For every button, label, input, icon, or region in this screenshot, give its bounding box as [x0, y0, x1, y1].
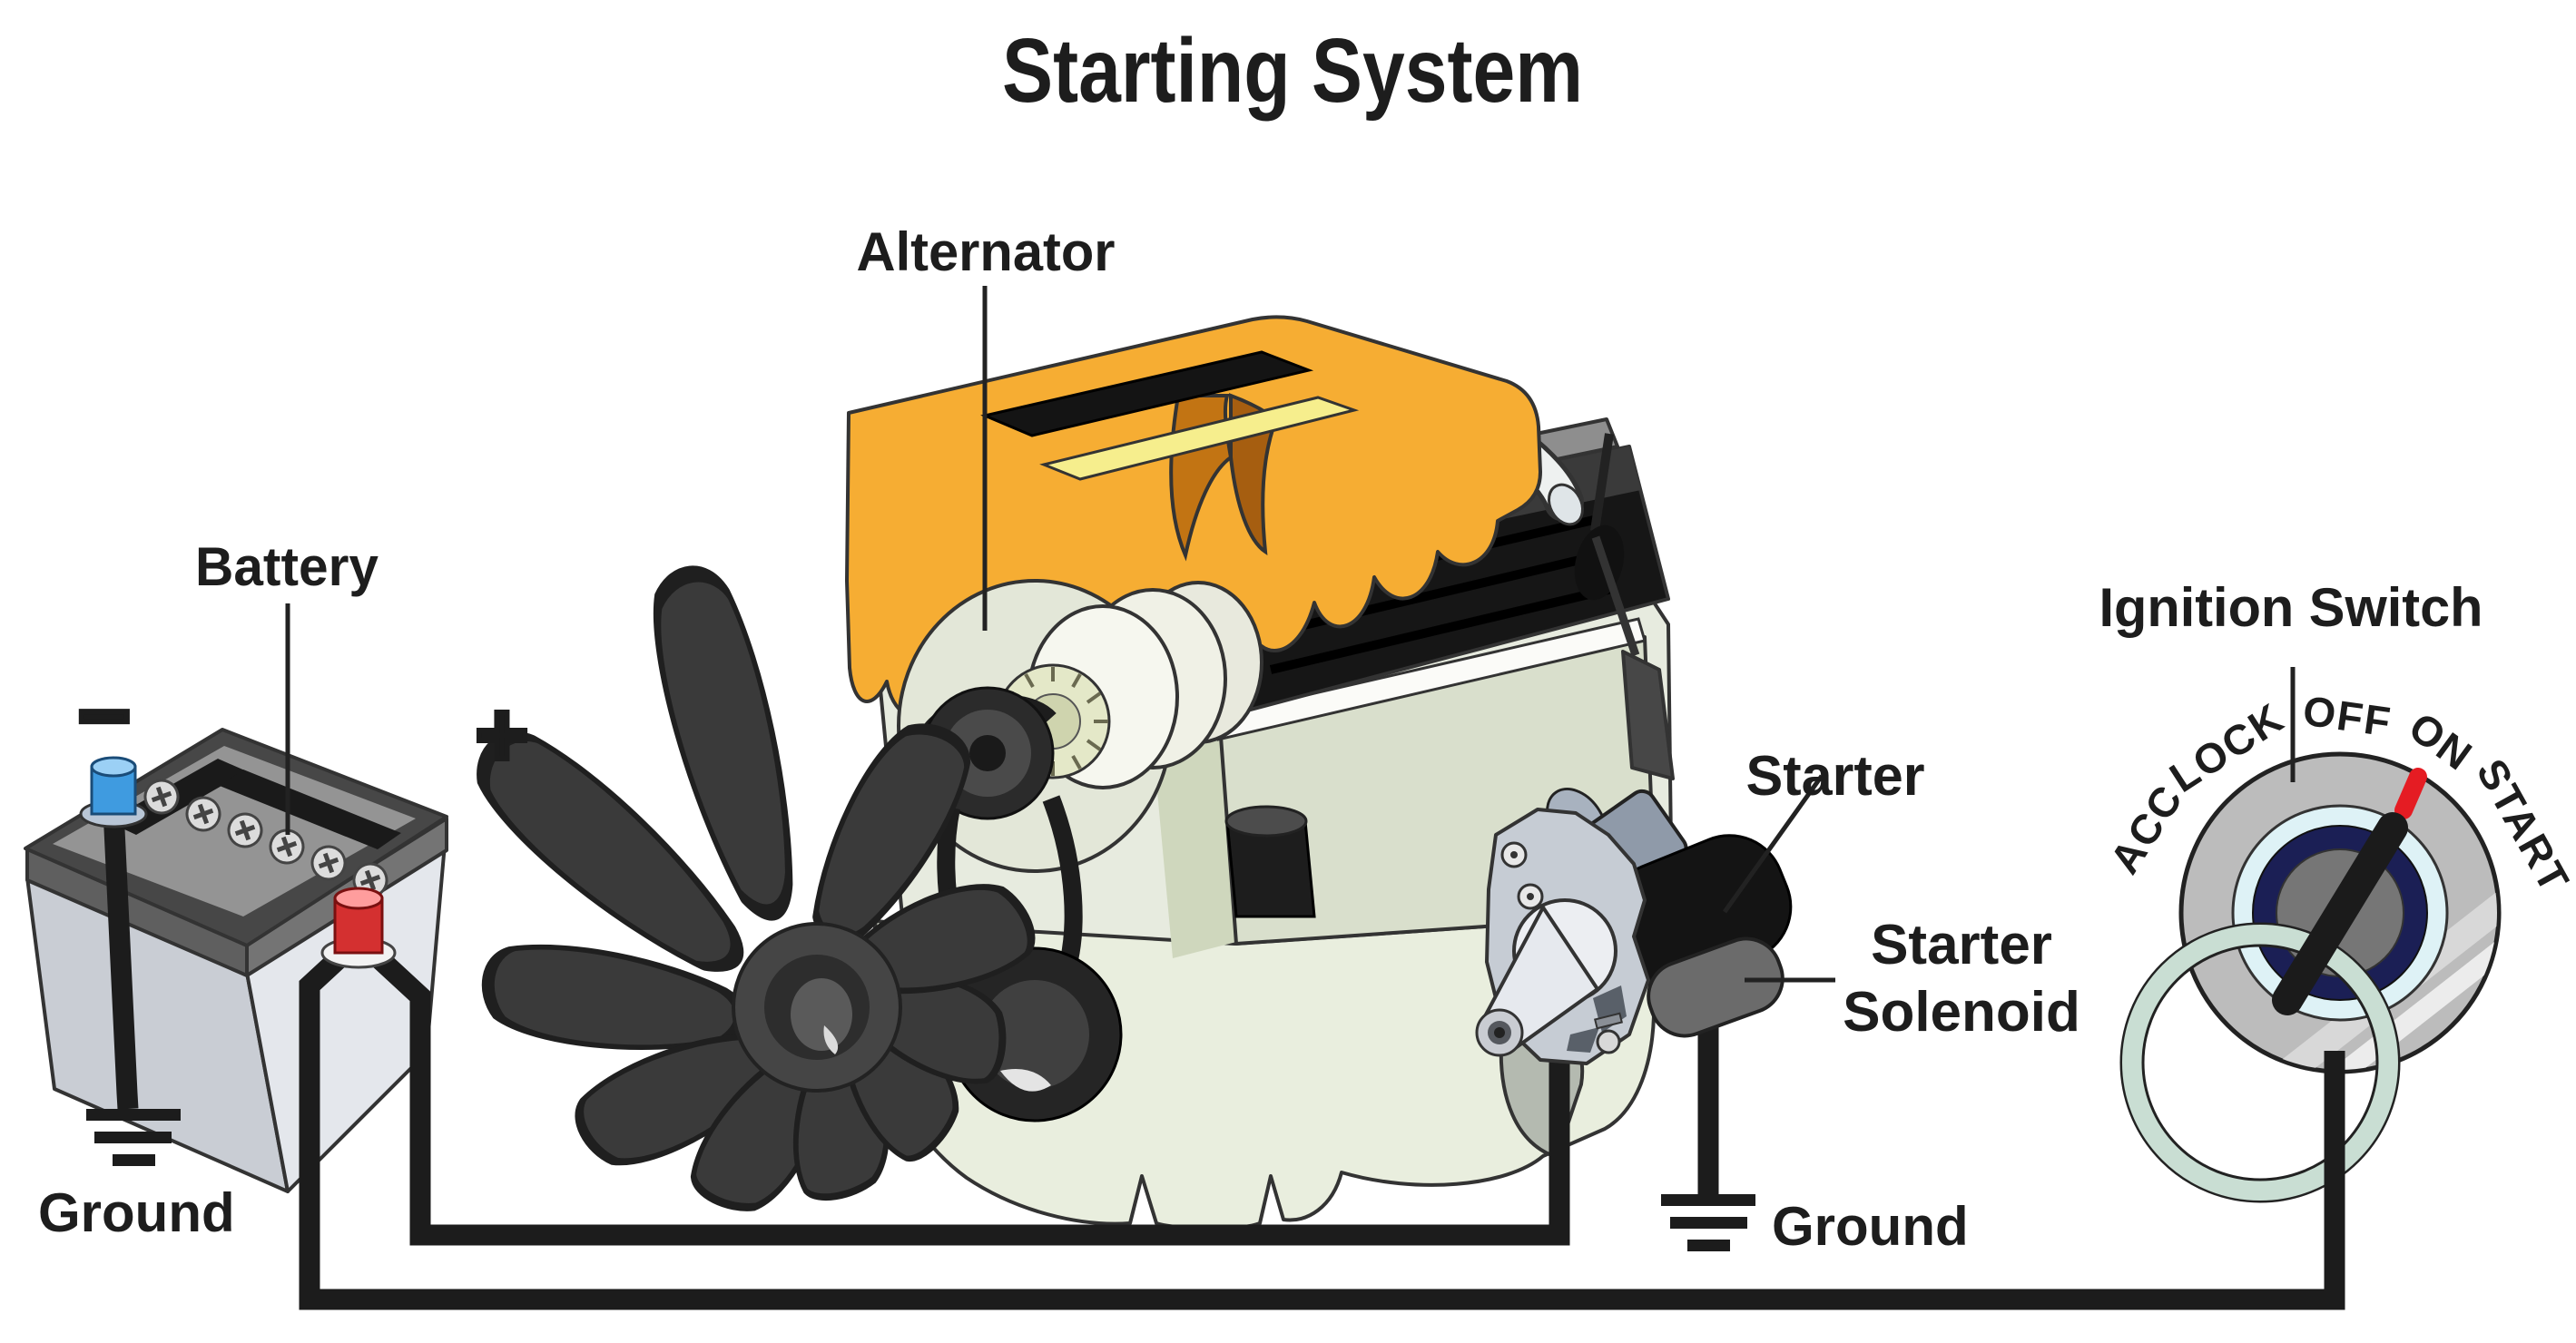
ignition-position-on: ON [2401, 703, 2483, 780]
starter [1475, 788, 1793, 1065]
label-ground-left: Ground [38, 1182, 235, 1243]
wire-positive-to-ignition [299, 934, 2345, 1310]
ignition-switch: ACC LOCK OFF ON START [2100, 687, 2576, 1220]
leader-starter [1722, 774, 1824, 914]
oil-cap [1224, 805, 1316, 918]
leader-lines [285, 286, 2296, 983]
dipstick [1590, 433, 1614, 532]
battery-terminal-positive [320, 887, 397, 969]
battery-terminal-negative [79, 756, 148, 828]
battery-screws [143, 779, 388, 898]
ignition-indicator [2394, 768, 2427, 819]
battery-vent-strip [220, 770, 401, 849]
label-starter: Starter [1746, 745, 1925, 808]
key-ring [2119, 922, 2401, 1203]
wires [86, 809, 2345, 1310]
label-ground-right: Ground [1772, 1196, 1969, 1257]
label-battery-minus: − [78, 665, 131, 767]
cover-stripe [1039, 396, 1360, 481]
ignition-position-acc: ACC [2100, 776, 2192, 882]
label-battery-plus: + [476, 684, 528, 786]
cover-slot [980, 350, 1314, 437]
alternator [897, 579, 1263, 1122]
label-starter-solenoid-line1: Starter [1871, 914, 2052, 976]
wire-negative-ground [103, 809, 139, 1110]
label-starter-solenoid-line2: Solenoid [1843, 981, 2080, 1044]
ground-symbol-left [86, 1109, 181, 1166]
ground-symbol-right [1661, 1194, 1755, 1251]
cooling-fan [477, 565, 1036, 1211]
label-ignition-switch: Ignition Switch [2099, 577, 2483, 638]
wire-positive-to-starter [354, 934, 1570, 1246]
starter-solenoid [1647, 936, 1785, 1038]
starter-nose-cone [1475, 898, 1624, 1057]
ignition-position-off: OFF [2300, 687, 2394, 746]
ignition-key-lever [2272, 812, 2408, 1015]
label-battery: Battery [195, 536, 379, 597]
page-title: Starting System [1002, 20, 1583, 122]
label-alternator: Alternator [857, 221, 1116, 282]
